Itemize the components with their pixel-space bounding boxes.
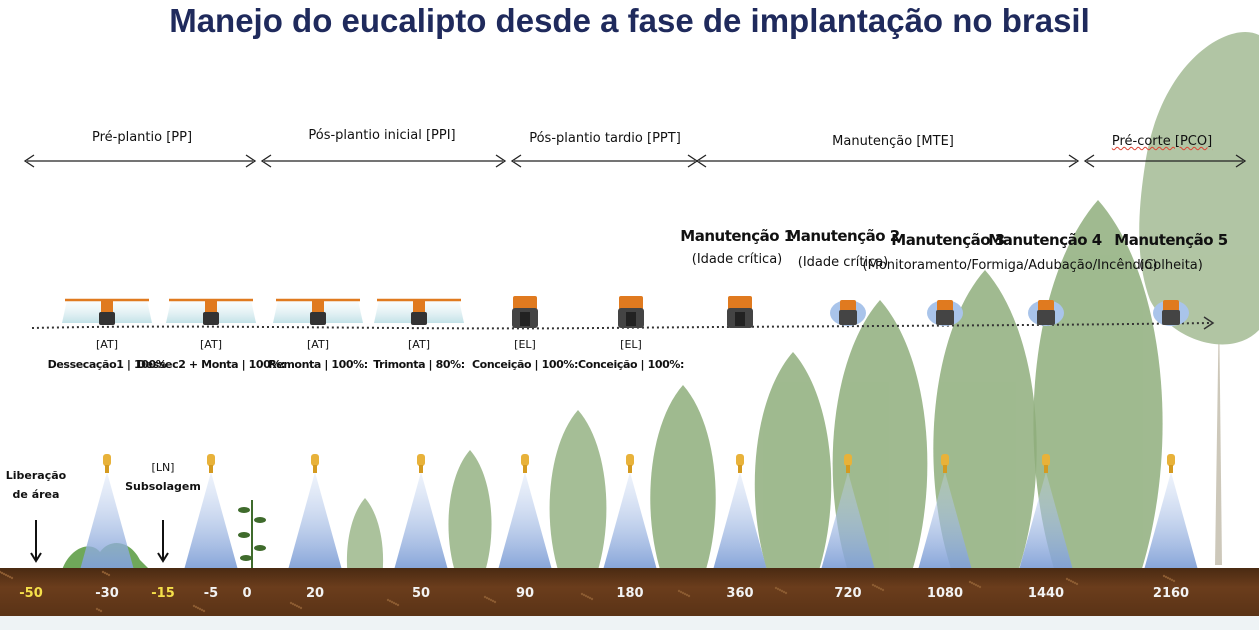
- double-arrow-icon: [510, 154, 699, 168]
- phase-label-pco: Pré-corte [PCO]: [1111, 134, 1213, 149]
- tractor-icon: [512, 296, 538, 328]
- tractor-icon: [727, 296, 753, 328]
- ground-layer: [0, 520, 1259, 630]
- phase-label-ppi: Pós-plantio inicial [PPI]: [308, 128, 456, 143]
- drone-nozzle-icon: [1019, 454, 1073, 570]
- drone-nozzle-icon: [713, 454, 767, 570]
- maintenance-4-title: Manutenção 4: [988, 231, 1102, 249]
- drone-nozzle-icon: [1144, 454, 1198, 570]
- page-title: Manejo do eucalipto desde a fase de impl…: [169, 2, 1090, 39]
- drone-nozzle-icon: [184, 454, 238, 570]
- day-label: -50: [19, 586, 43, 601]
- machines-layer: [31, 296, 1215, 330]
- operation-5-name: Conceição | 100%:: [472, 358, 578, 371]
- drone-nozzle-icon: [498, 454, 552, 570]
- liberacao-line-1: Liberação: [5, 469, 67, 482]
- operation-4-code: [AT]: [408, 338, 430, 351]
- phase-arrows: [23, 154, 1247, 168]
- day-label: 360: [726, 586, 754, 601]
- sprayer-tractor-icon: [374, 298, 464, 325]
- sprayer-tractor-icon: [166, 298, 256, 325]
- operation-2-name: Dessec2 + Monta | 100%:: [136, 358, 286, 371]
- tractor-icon: [618, 296, 644, 328]
- day-label: 50: [411, 586, 431, 601]
- down-arrow-icon: [30, 520, 42, 563]
- operation-1-name: Dessecação1 | 100%: [47, 358, 167, 371]
- tree-icon: [650, 385, 716, 575]
- day-label: 180: [616, 586, 644, 601]
- drone-nozzle-icon: [603, 454, 657, 570]
- day-label: -30: [95, 586, 119, 601]
- sprayer-tractor-icon: [62, 298, 152, 325]
- maintenance-2-subtitle: (Idade crítica): [797, 255, 889, 270]
- liberacao-note: Liberação de área: [6, 466, 66, 504]
- operation-6-name: Conceição | 100%:: [578, 358, 684, 371]
- day-label: 90: [515, 586, 535, 601]
- liberacao-line-2: de área: [12, 488, 60, 501]
- tractor-icon: [1153, 300, 1189, 326]
- phase-label-mte: Manutenção [MTE]: [832, 134, 954, 149]
- tree-icon: [754, 352, 832, 574]
- sprayer-tractor-icon: [273, 298, 363, 325]
- maintenance-3-title: Manutenção 3: [891, 231, 1005, 249]
- tractor-icon: [1028, 300, 1064, 326]
- subsolagem-code: [LN]: [151, 461, 175, 474]
- soil-strip: [0, 568, 1259, 616]
- maintenance-1-title: Manutenção 1: [680, 227, 794, 245]
- operation-2-code: [AT]: [200, 338, 222, 351]
- subsolagem-note: [LN] Subsolagem: [125, 458, 201, 496]
- day-label: -15: [151, 586, 175, 601]
- phase-label-pp: Pré-plantio [PP]: [91, 130, 193, 145]
- subsolagem-label: Subsolagem: [125, 480, 201, 493]
- seedling-icon: [238, 500, 266, 570]
- operation-5-code: [EL]: [514, 338, 536, 351]
- tree-icon: [1139, 31, 1259, 565]
- maintenance-1-subtitle: (Idade crítica): [691, 252, 783, 267]
- tractor-icon: [927, 300, 963, 326]
- double-arrow-icon: [23, 154, 257, 168]
- maintenance-5-title: Manutenção 5: [1114, 231, 1228, 249]
- down-arrow-icon: [157, 520, 169, 563]
- maintenance-3-subtitle: (Monitoramento/Formiga/Adubação/Incêndio…: [862, 258, 1158, 273]
- ground-base: [0, 616, 1259, 630]
- drone-nozzle-icon: [394, 454, 448, 570]
- day-label: 20: [305, 586, 325, 601]
- drone-nozzle-icon: [918, 454, 972, 570]
- tree-icon: [549, 410, 607, 575]
- tractor-icon: [830, 300, 866, 326]
- path-arrow-icon: [1203, 316, 1215, 330]
- day-label: 0: [242, 586, 252, 601]
- operation-1-code: [AT]: [96, 338, 118, 351]
- tree-icon: [933, 270, 1037, 570]
- drone-nozzle-icon: [821, 454, 875, 570]
- double-arrow-icon: [695, 154, 1080, 168]
- tree-icon: [448, 450, 492, 575]
- drone-nozzle-icon: [80, 454, 134, 570]
- maintenance-2-title: Manutenção 2: [786, 227, 900, 245]
- operation-4-name: Trimonta | 80%:: [373, 358, 465, 371]
- double-arrow-icon: [260, 154, 507, 168]
- day-label: 720: [834, 586, 862, 601]
- day-label: -5: [203, 586, 219, 601]
- tree-icon: [1033, 200, 1163, 575]
- double-arrow-icon: [1083, 154, 1247, 168]
- phase-label-ppt: Pós-plantio tardio [PPT]: [529, 131, 681, 146]
- day-label: 1080: [926, 586, 964, 601]
- drone-nozzle-icon: [288, 454, 342, 570]
- day-label: 1440: [1027, 586, 1065, 601]
- operation-3-code: [AT]: [307, 338, 329, 351]
- operation-6-code: [EL]: [620, 338, 642, 351]
- maintenance-5-subtitle: (Colheita): [1139, 258, 1203, 273]
- sprays-layer: [80, 454, 1198, 570]
- trees-layer: [62, 31, 1259, 603]
- operation-3-name: Remonta | 100%:: [268, 358, 368, 371]
- day-label: 2160: [1152, 586, 1190, 601]
